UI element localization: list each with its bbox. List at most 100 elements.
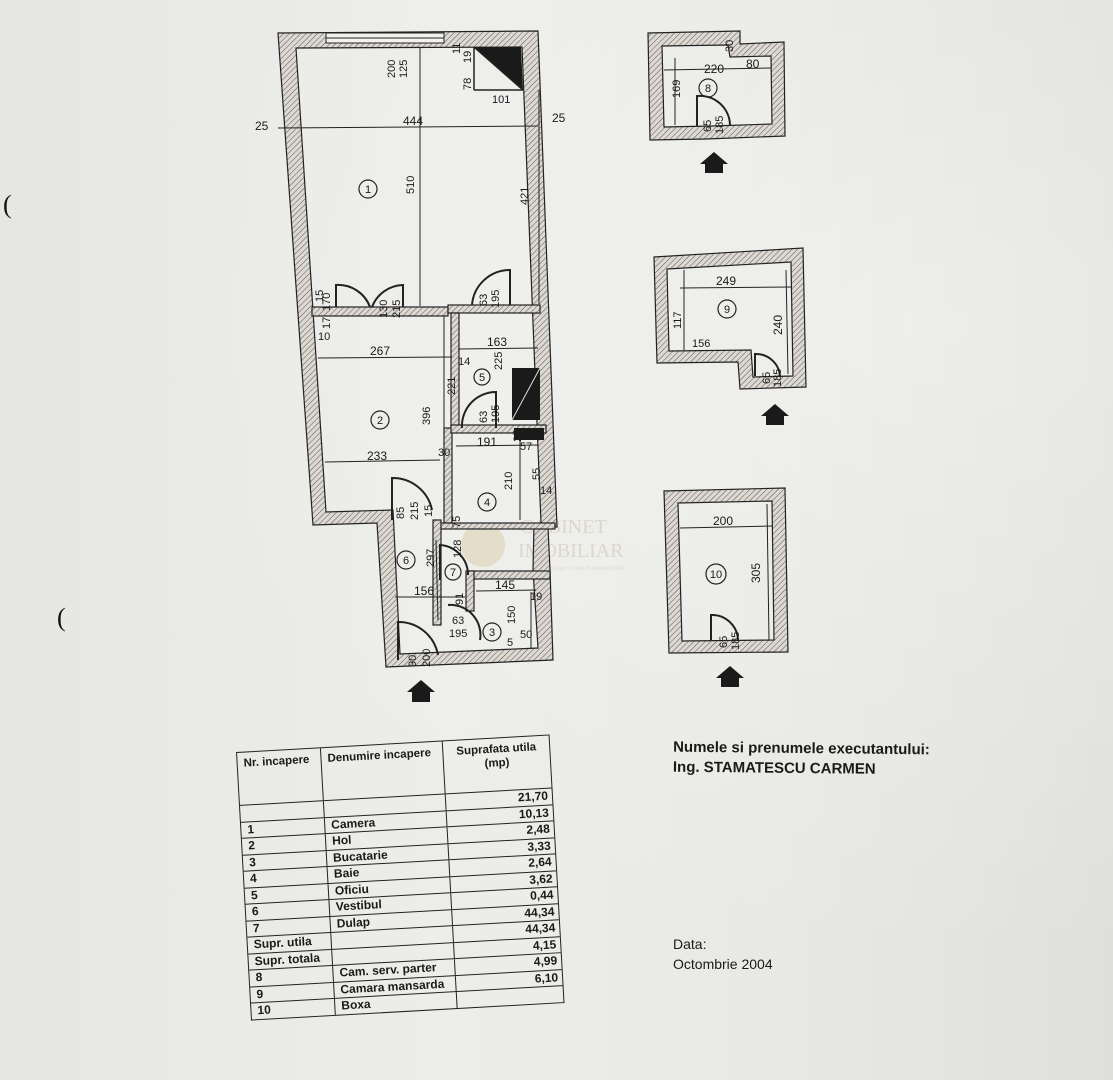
dim: 200 bbox=[386, 60, 398, 78]
dim: 11 bbox=[451, 43, 463, 54]
dim: 156 bbox=[692, 338, 710, 350]
dim: 78 bbox=[462, 78, 474, 90]
dim: 14 bbox=[540, 485, 552, 497]
dim: 65 bbox=[702, 120, 714, 132]
dim: 90 bbox=[407, 655, 419, 667]
executant-label: Numele si prenumele executantului: bbox=[673, 738, 930, 759]
dim: 85 bbox=[395, 507, 407, 519]
dim: 101 bbox=[492, 94, 510, 106]
dim: 57 bbox=[520, 441, 532, 453]
watermark-line3: INVESTIM CU TINE ÎN PROPRIETATE bbox=[540, 566, 625, 572]
wall-2-5 bbox=[450, 312, 460, 429]
entry-arrow-icon bbox=[716, 666, 744, 687]
door-7 bbox=[439, 543, 470, 580]
dim: 63 bbox=[452, 615, 464, 627]
dim: 15 bbox=[314, 290, 326, 302]
door-6 bbox=[391, 476, 433, 520]
dim: 444 bbox=[403, 114, 423, 128]
dim: 249 bbox=[716, 274, 736, 288]
dim: 267 bbox=[370, 344, 390, 358]
exterior-wall bbox=[277, 30, 558, 668]
entry-arrow-icon bbox=[761, 404, 789, 425]
dim: 396 bbox=[421, 407, 433, 425]
room-number: 6 bbox=[403, 555, 409, 567]
dim: 510 bbox=[405, 176, 417, 194]
dim: 297 bbox=[425, 549, 437, 567]
dim: 65 bbox=[761, 372, 773, 384]
dim: 220 bbox=[704, 62, 724, 76]
dim: 125 bbox=[398, 60, 410, 78]
wall-3-left bbox=[465, 570, 475, 612]
dim: 191 bbox=[477, 435, 497, 449]
room-number: 8 bbox=[705, 83, 711, 95]
dim: 25 bbox=[552, 111, 566, 125]
dim: 145 bbox=[495, 578, 515, 592]
dim: 200 bbox=[421, 649, 433, 667]
header-area: Suprafata utila (mp) bbox=[456, 741, 537, 771]
stray-mark: ( bbox=[3, 190, 12, 219]
dim: 128 bbox=[452, 540, 464, 558]
dim: 240 bbox=[771, 315, 785, 335]
entry-arrow-icon bbox=[407, 680, 435, 702]
door-4 bbox=[460, 390, 497, 429]
header-nr: Nr. incapere bbox=[237, 748, 324, 805]
area-table: Nr. incapere Denumire incapere Suprafata… bbox=[236, 734, 565, 1021]
room-number: 4 bbox=[484, 497, 490, 509]
dim: 169 bbox=[671, 80, 683, 98]
dim: 10 bbox=[318, 331, 330, 343]
dim: 15 bbox=[423, 505, 435, 517]
dim: 25 bbox=[255, 119, 269, 133]
dim: 156 bbox=[414, 584, 434, 598]
dim: 185 bbox=[730, 632, 742, 650]
dim: 170 bbox=[321, 293, 333, 311]
shaft-4 bbox=[514, 428, 544, 440]
dim: 200 bbox=[713, 514, 733, 528]
executant-block: Numele si prenumele executantului: Ing. … bbox=[673, 738, 930, 781]
dim: 63 bbox=[478, 294, 490, 306]
dim: 14 bbox=[458, 356, 470, 368]
dim: 63 bbox=[478, 411, 490, 423]
dim: 150 bbox=[506, 606, 518, 624]
door-5 bbox=[471, 268, 511, 306]
room-10-plan: 200 305 65 185 10 bbox=[663, 487, 789, 687]
dim: 25 bbox=[512, 430, 524, 442]
room-number: 5 bbox=[479, 372, 485, 384]
dim: 210 bbox=[503, 472, 515, 490]
entry-arrow-icon bbox=[700, 152, 728, 173]
dim: 195 bbox=[490, 405, 502, 423]
dim: 30 bbox=[724, 40, 736, 52]
stray-mark: ( bbox=[57, 603, 66, 632]
dim: 91 bbox=[454, 593, 466, 605]
dim: 75 bbox=[451, 516, 463, 528]
dim: 65 bbox=[718, 636, 730, 648]
watermark-logo bbox=[461, 523, 505, 567]
room-number: 7 bbox=[450, 567, 456, 579]
executant-name: Ing. STAMATESCU CARMEN bbox=[672, 758, 876, 778]
dim: 185 bbox=[714, 116, 726, 134]
date-block: Data: Octombrie 2004 bbox=[673, 934, 773, 974]
dim: 225 bbox=[493, 352, 505, 370]
dim: 215 bbox=[391, 300, 403, 318]
dim: 19 bbox=[530, 591, 542, 603]
dim: 55 bbox=[531, 468, 543, 480]
dim: 195 bbox=[449, 628, 467, 640]
table-cell-nr: 10 bbox=[251, 998, 336, 1020]
room-number: 2 bbox=[377, 415, 383, 427]
dim: 19 bbox=[462, 51, 474, 63]
dim: 185 bbox=[772, 369, 784, 387]
dim: 195 bbox=[490, 290, 502, 308]
main-apartment: 25 25 444 200 125 78 11 19 101 510 421 1… bbox=[255, 30, 566, 702]
dim: 305 bbox=[749, 563, 763, 583]
wall-2-4 bbox=[443, 427, 453, 524]
room-9-plan: 249 117 240 156 65 185 9 bbox=[653, 247, 807, 425]
dim: 117 bbox=[672, 311, 684, 329]
dim: 421 bbox=[519, 187, 531, 205]
dim: 86 bbox=[512, 369, 524, 381]
room-number: 10 bbox=[710, 569, 722, 581]
room-number: 1 bbox=[365, 184, 371, 196]
room-number: 9 bbox=[724, 304, 730, 316]
door-3 bbox=[447, 603, 482, 641]
